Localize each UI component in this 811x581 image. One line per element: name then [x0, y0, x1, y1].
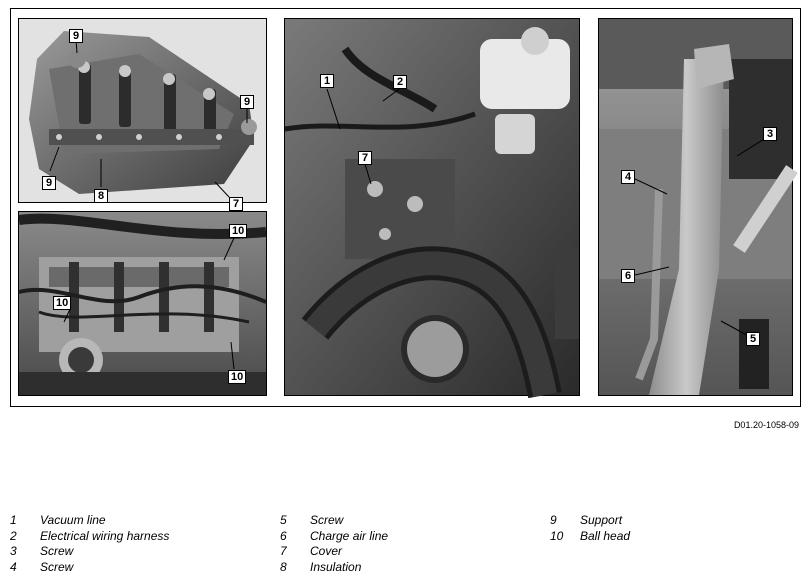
legend-row: 9 Support	[550, 513, 630, 529]
legend-row: 3 Screw	[10, 544, 169, 560]
callout-9-right: 9	[240, 95, 254, 109]
callout-7: 7	[229, 197, 243, 211]
callout-6: 6	[621, 269, 635, 283]
legend-number: 6	[280, 528, 287, 543]
legend-text: Insulation	[310, 559, 362, 574]
legend-number: 9	[550, 513, 557, 527]
callout-3: 3	[763, 127, 777, 141]
callout-9-top: 9	[69, 29, 83, 43]
legend-number: 4	[10, 559, 17, 574]
photo-charge-air-line: 3 4 6 5	[598, 18, 798, 396]
engine-top-photo	[18, 212, 267, 395]
legend-number: 2	[10, 528, 17, 543]
legend-column-2: 5 Screw 6 Charge air line 7 Cover 8 Insulati…	[280, 513, 388, 575]
legend-text: Ball head	[580, 528, 631, 543]
legend-row: 2 Electrical wiring harness	[10, 529, 169, 545]
engine-cover-photo	[19, 19, 266, 202]
callout-10-left: 10	[53, 296, 72, 310]
legend-text: Screw	[310, 513, 344, 527]
callout-1: 1	[320, 74, 334, 88]
legend-text: Cover	[310, 544, 343, 558]
callout-8: 8	[94, 189, 108, 203]
legend-text: Charge air line	[310, 528, 389, 543]
legend-row: 10 Ball head	[550, 529, 630, 545]
legend-row: 7 Cover	[280, 544, 388, 560]
legend-number: 10	[550, 528, 564, 543]
callout-9-left: 9	[42, 176, 56, 190]
callout-2: 2	[393, 75, 407, 89]
figure-frame: 9 9 9 8 7	[10, 8, 801, 407]
legend-number: 5	[280, 513, 287, 527]
legend-text: Vacuum line	[40, 513, 106, 527]
legend-number: 1	[10, 513, 17, 527]
callout-10-bottom: 10	[228, 370, 247, 384]
figure-id: D01.20-1058-09	[733, 420, 799, 430]
legend-text: Screw	[40, 559, 74, 574]
legend-text: Screw	[40, 544, 74, 558]
legend-text: Support	[580, 513, 623, 527]
legend-row: 6 Charge air line	[280, 529, 388, 545]
legend-number: 3	[10, 544, 17, 558]
charge-air-line-photo	[599, 19, 798, 395]
legend-row: 1 Vacuum line	[10, 513, 169, 529]
legend-column-3: 9 Support 10 Ball head	[550, 513, 630, 544]
callout-5: 5	[746, 332, 760, 346]
legend-number: 8	[280, 559, 287, 574]
callout-7-center: 7	[358, 151, 372, 165]
legend-number: 7	[280, 544, 287, 558]
engine-bay-photo	[284, 19, 579, 399]
callout-10-top: 10	[229, 224, 248, 238]
callout-4: 4	[621, 170, 635, 184]
legend-row: 8 Insulation	[280, 560, 388, 576]
photo-engine-top: 10 10 10	[18, 211, 267, 396]
legend-row: 4 Screw	[10, 560, 169, 576]
legend-text: Electrical wiring harness	[40, 528, 170, 543]
photo-engine-cover: 9 9 9 8 7	[18, 18, 267, 211]
legend-row: 5 Screw	[280, 513, 388, 529]
photo-engine-bay: 1 2 7	[284, 18, 580, 399]
